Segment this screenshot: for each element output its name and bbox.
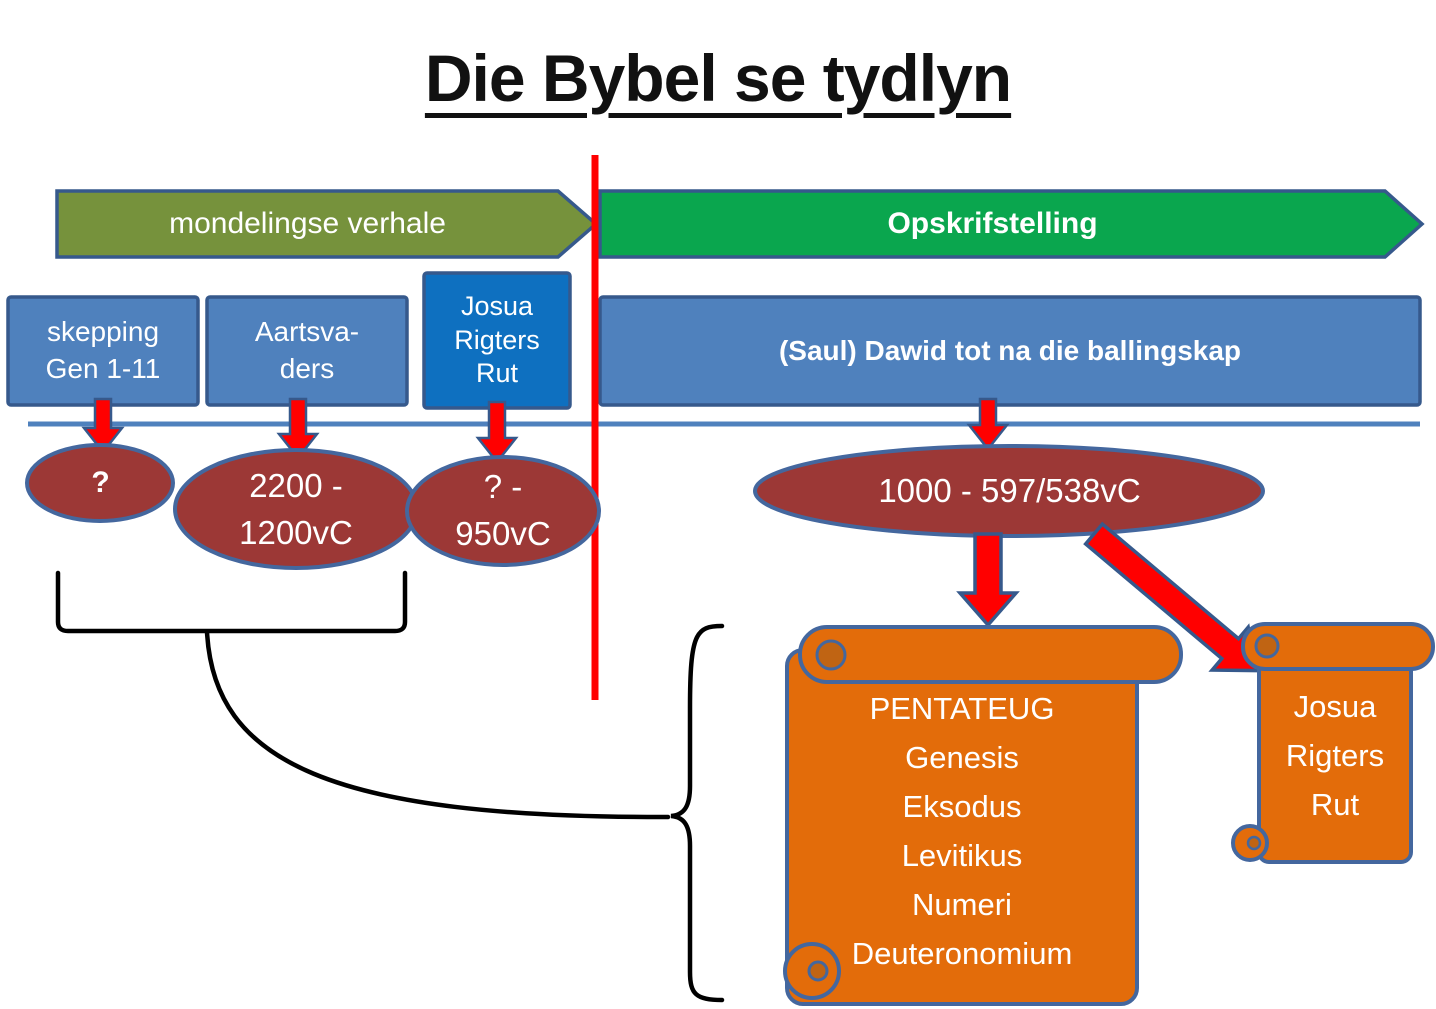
pentateug-scroll-top-curl — [815, 639, 847, 671]
bracket-sweep-connector — [204, 629, 671, 820]
josua-scroll-text: Josua Rigters Rut — [1259, 682, 1411, 829]
saul-dawid-box-label: (Saul) Dawid tot na die ballingskap — [778, 334, 1242, 366]
oral-era-banner-label: mondelingse verhale — [169, 207, 446, 240]
aartsvaders-box-label: Aartsva- ders — [254, 316, 360, 384]
skepping-date-label: ? — [91, 465, 110, 499]
saul-dawid-down-arrow — [966, 397, 1010, 452]
skepping-box-label: skepping Gen 1-11 — [45, 316, 161, 384]
josua-date-label: ? - 950vC — [455, 468, 551, 552]
scroll-line: Genesis — [905, 740, 1019, 775]
page-title-text: Die Bybel se tydlyn — [424, 41, 1012, 115]
pentateug-scroll-text: PENTATEUG Genesis Eksodus Levitikus Nume… — [792, 684, 1132, 978]
saul-dawid-date-ellipse — [753, 444, 1265, 538]
scroll-line: PENTATEUG — [869, 691, 1055, 726]
page-title: Die Bybel se tydlyn — [0, 40, 1436, 116]
pentateug-scroll-top-roll — [798, 625, 1183, 684]
josua-down-arrow — [475, 400, 519, 465]
scroll-line: Rut — [1310, 787, 1360, 822]
scroll-line: Eksodus — [902, 789, 1022, 824]
aartsvaders-date-label: 2200 - 1200vC — [239, 466, 353, 551]
scroll-line: Josua — [1293, 689, 1377, 724]
josua-box-label: Josua Rigters Rut — [454, 290, 540, 389]
pentateug-thick-arrow — [956, 532, 1020, 628]
josua-scroll-bottom-curl-inner — [1246, 835, 1262, 851]
skepping-date-ellipse — [25, 443, 175, 523]
written-era-banner-arrow — [598, 189, 1425, 259]
scroll-line: Deuteronomium — [851, 936, 1073, 971]
saul-dawid-box-shape — [598, 295, 1422, 407]
scroll-line: Rigters — [1285, 738, 1385, 773]
aartsvaders-down-arrow — [276, 397, 320, 461]
ellipses-group-bracket — [55, 570, 408, 634]
scroll-line: Numeri — [912, 887, 1012, 922]
pentateug-scroll-shape — [783, 625, 1183, 1006]
saul-dawid-date-label: 1000 - 597/538vC — [878, 472, 1141, 510]
pentateug-curly-brace — [670, 623, 725, 1003]
pentateug-scroll-bottom-curl-inner — [807, 960, 829, 982]
josua-scroll-top-roll — [1241, 622, 1435, 671]
oral-era-banner-arrow — [55, 189, 599, 259]
skepping-down-arrow — [81, 397, 125, 455]
scroll-line: Levitikus — [901, 838, 1023, 873]
josua-scroll-top-curl — [1254, 633, 1280, 659]
josua-date-ellipse — [405, 455, 601, 567]
written-era-banner-label: Opskrifstelling — [887, 207, 1098, 240]
josua-scroll-shape — [1231, 622, 1435, 864]
